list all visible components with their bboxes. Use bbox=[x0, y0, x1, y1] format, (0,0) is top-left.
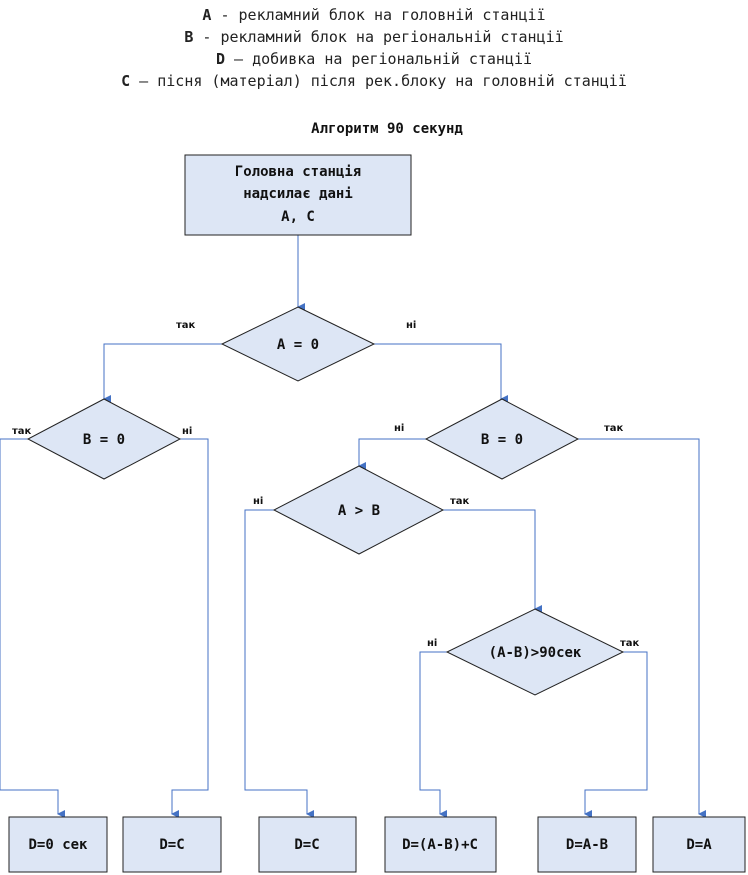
decision-b-zero-right: В = 0 bbox=[424, 398, 580, 480]
edge-b-left-no bbox=[171, 438, 209, 818]
label-b-left-no: ні bbox=[182, 426, 192, 437]
legend-line-c: C – пісня (матеріал) після рек.блоку на … bbox=[121, 72, 627, 90]
svg-text:D=A-B: D=A-B bbox=[566, 837, 608, 853]
decision-a-zero: А = 0 bbox=[220, 306, 376, 382]
label-a-gt-b-no: ні bbox=[253, 496, 263, 507]
connectors bbox=[0, 235, 706, 818]
result-d-ab-c: D=(A-B)+C bbox=[384, 816, 497, 873]
decision-diff-gt-90: (А-В)>90сек bbox=[445, 608, 625, 696]
svg-text:D=0 сек: D=0 сек bbox=[28, 837, 88, 853]
label-b-right-no: ні bbox=[394, 423, 404, 434]
start-box: Головна станція надсилає дані А, С bbox=[184, 154, 412, 236]
label-a-zero-no: ні bbox=[406, 320, 416, 331]
branch-labels: так ні так ні ні так ні так ні так bbox=[12, 320, 640, 649]
svg-text:А > В: А > В bbox=[338, 503, 380, 519]
diagram-title: Алгоритм 90 секунд bbox=[311, 121, 463, 137]
edge-b-left-yes bbox=[0, 438, 65, 818]
svg-text:D=(A-B)+C: D=(A-B)+C bbox=[402, 837, 478, 853]
svg-text:(А-В)>90сек: (А-В)>90сек bbox=[489, 645, 582, 661]
svg-text:D=A: D=A bbox=[686, 837, 712, 853]
decision-a-gt-b: А > В bbox=[272, 465, 445, 555]
result-d-a: D=A bbox=[652, 816, 746, 873]
start-line-2: надсилає дані bbox=[243, 186, 353, 202]
edge-a-zero-no bbox=[374, 343, 508, 403]
svg-text:D=C: D=C bbox=[159, 837, 184, 853]
start-line-1: Головна станція bbox=[235, 164, 361, 180]
start-line-3: А, С bbox=[281, 209, 315, 225]
svg-text:В = 0: В = 0 bbox=[481, 432, 523, 448]
legend-line-b: B - рекламний блок на регіональній станц… bbox=[184, 28, 564, 46]
svg-text:А = 0: А = 0 bbox=[277, 337, 319, 353]
result-d-a-minus-b: D=A-B bbox=[537, 816, 637, 873]
label-b-left-yes: так bbox=[12, 426, 32, 437]
edge-a-gt-b-yes bbox=[443, 509, 542, 613]
label-a-zero-yes: так bbox=[176, 320, 196, 331]
legend-line-a: A - рекламний блок на головній станції bbox=[202, 6, 546, 24]
label-b-right-yes: так bbox=[604, 423, 624, 434]
label-diff-no: ні bbox=[427, 638, 437, 649]
svg-text:D=C: D=C bbox=[294, 837, 319, 853]
edge-a-gt-b-no bbox=[244, 509, 314, 818]
result-d-zero: D=0 сек bbox=[8, 816, 108, 873]
legend-line-d: D – добивка на регіональній станції bbox=[215, 50, 533, 68]
label-a-gt-b-yes: так bbox=[450, 496, 470, 507]
decision-b-zero-left: В = 0 bbox=[26, 398, 182, 480]
edge-b-right-yes bbox=[578, 438, 706, 818]
edge-a-zero-yes bbox=[103, 343, 222, 403]
svg-text:В = 0: В = 0 bbox=[83, 432, 125, 448]
legend: A - рекламний блок на головній станції B… bbox=[0, 4, 748, 92]
edge-b-right-no bbox=[358, 438, 426, 470]
result-d-c-left: D=C bbox=[122, 816, 222, 873]
edge-diff-yes bbox=[584, 651, 648, 818]
edge-diff-no bbox=[419, 651, 447, 818]
result-d-c-mid: D=C bbox=[258, 816, 357, 873]
label-diff-yes: так bbox=[620, 638, 640, 649]
